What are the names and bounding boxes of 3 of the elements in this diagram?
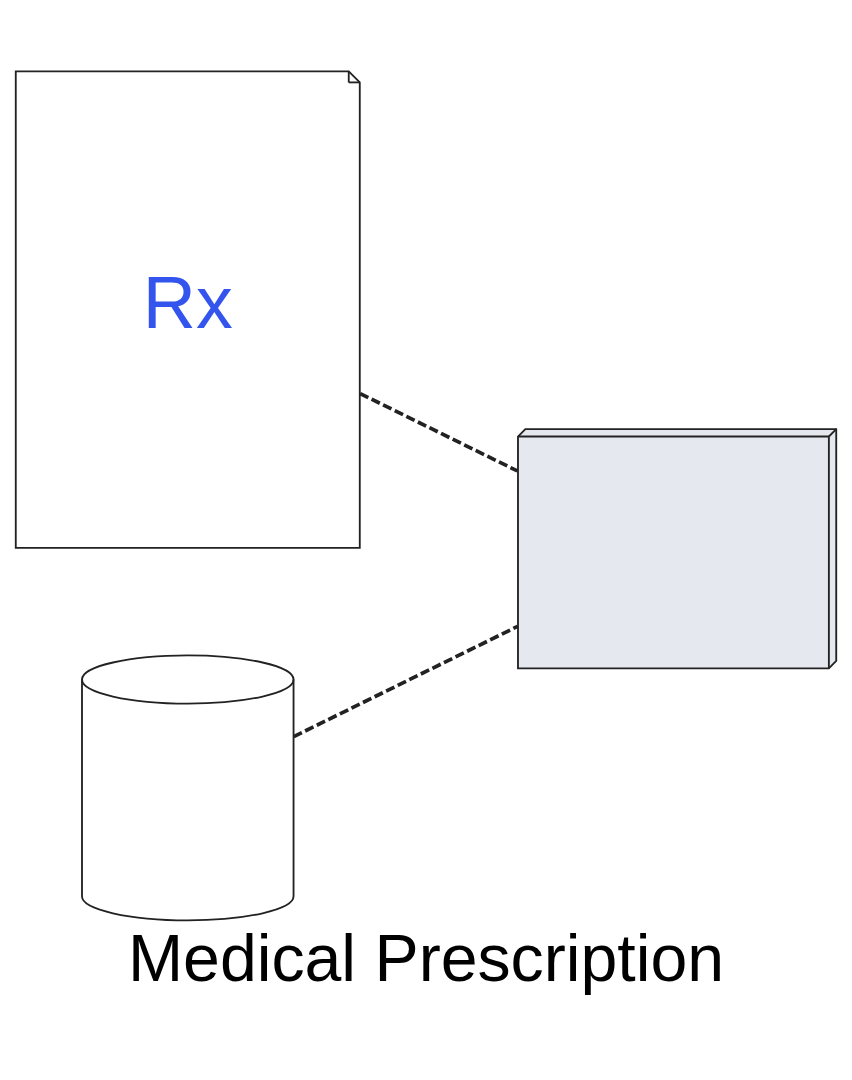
connector — [359, 391, 519, 473]
connector — [292, 624, 519, 739]
diagram-title: Medical Prescription — [127, 920, 725, 995]
